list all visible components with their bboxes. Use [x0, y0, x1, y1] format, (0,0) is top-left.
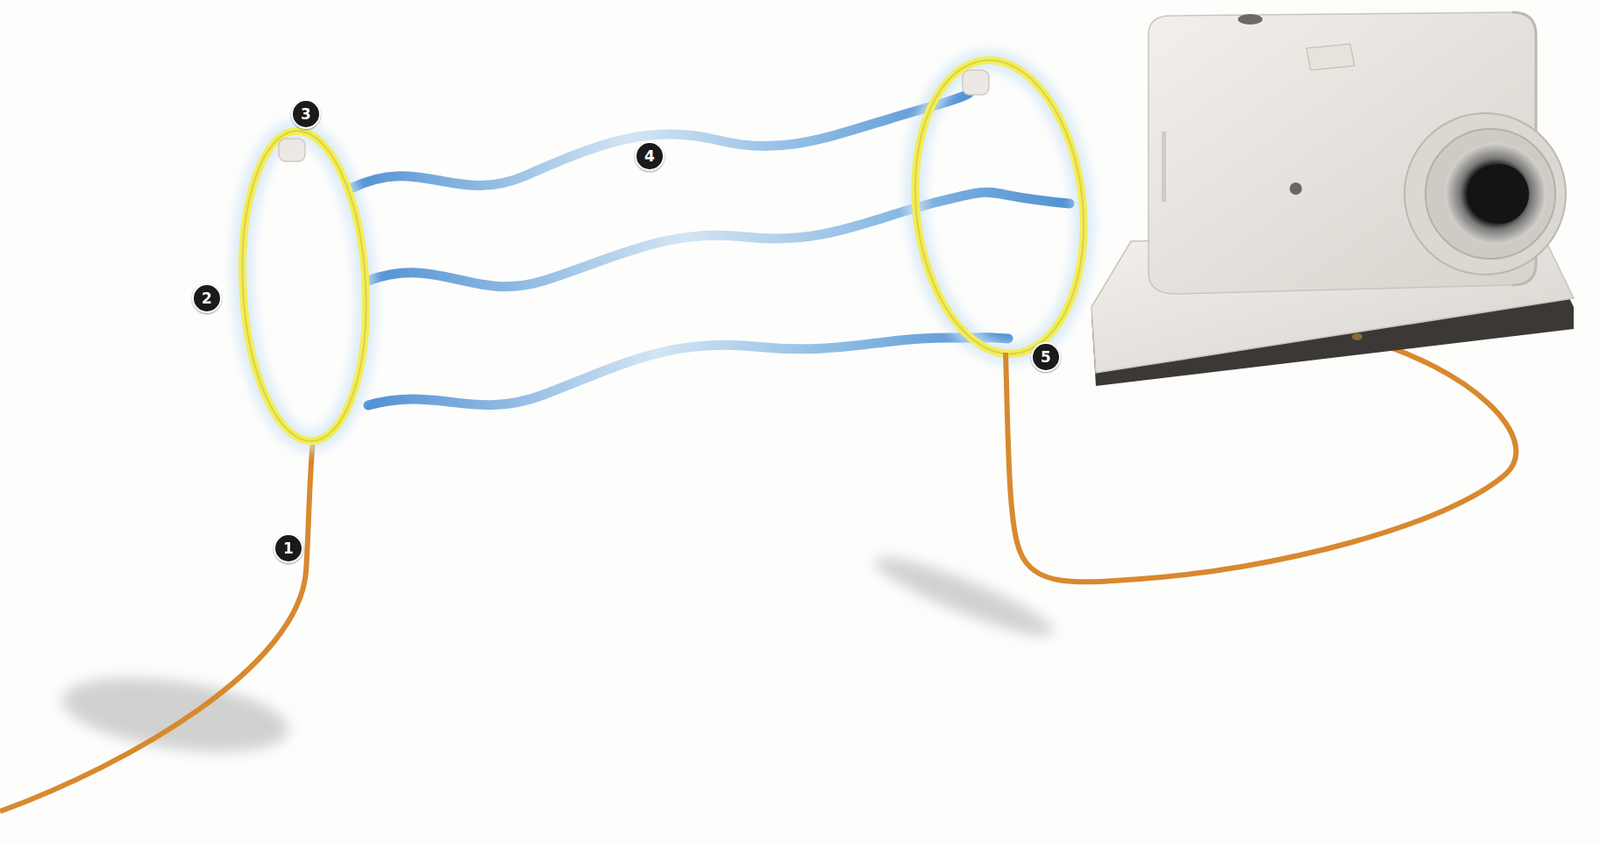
receiver-coil	[901, 51, 1098, 363]
callout-number: 4	[634, 141, 665, 171]
shadows	[57, 545, 1060, 764]
field-waves	[350, 89, 1070, 406]
power-cord	[0, 438, 313, 811]
power-cord	[1005, 336, 1516, 582]
callout-number: 3	[291, 99, 321, 129]
callout-number: 1	[273, 533, 304, 563]
callout-number: 5	[1031, 341, 1061, 372]
digital-camera	[1148, 12, 1566, 294]
transmitter-coil	[234, 128, 374, 445]
callout-number: 2	[192, 283, 222, 313]
